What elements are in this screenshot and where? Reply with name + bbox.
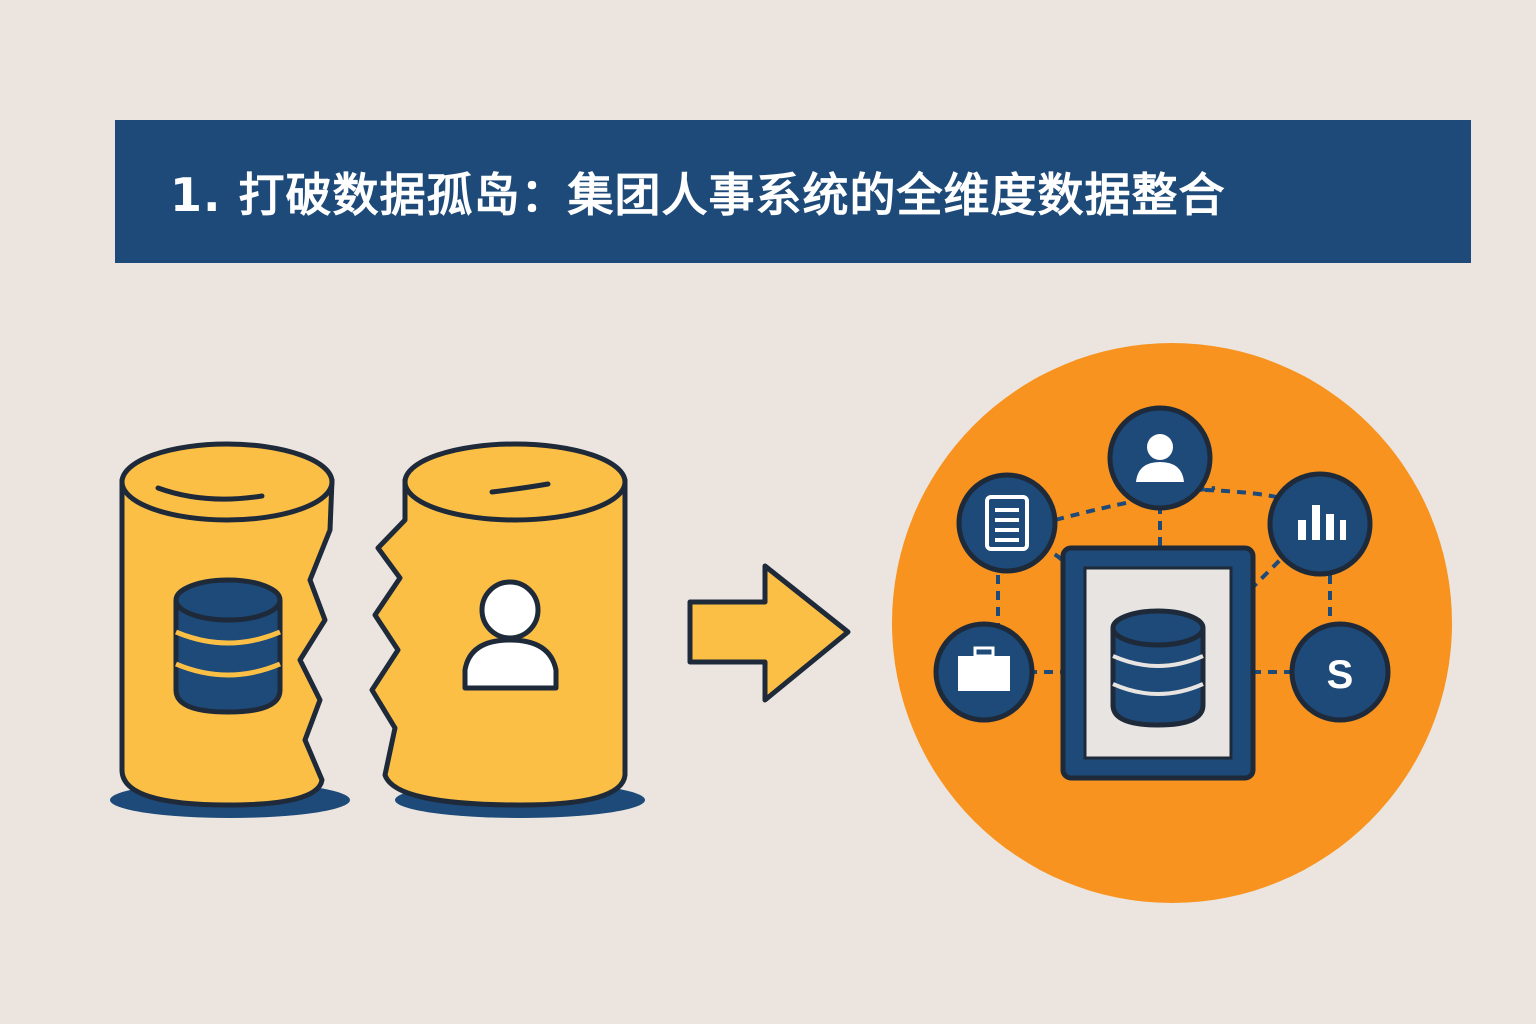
integrated-hub: S <box>892 343 1452 903</box>
central-database-panel <box>1060 545 1256 781</box>
page-title: 1. 打破数据孤岛：集团人事系统的全维度数据整合 <box>170 167 1226 222</box>
broken-data-silo <box>110 441 645 818</box>
finance-icon: S <box>1289 621 1391 723</box>
left-cylinder <box>119 441 335 808</box>
right-cylinder <box>369 441 628 808</box>
finance-letter: S <box>1327 653 1354 697</box>
arrow-right-icon <box>687 563 851 703</box>
briefcase-icon <box>933 621 1035 723</box>
user-icon <box>462 579 559 691</box>
database-icon <box>1110 608 1206 728</box>
user-icon <box>1107 405 1213 511</box>
document-icon <box>956 472 1058 574</box>
title-banner: 1. 打破数据孤岛：集团人事系统的全维度数据整合 <box>115 120 1471 263</box>
bar-chart-icon <box>1267 471 1373 577</box>
database-icon <box>173 577 283 715</box>
